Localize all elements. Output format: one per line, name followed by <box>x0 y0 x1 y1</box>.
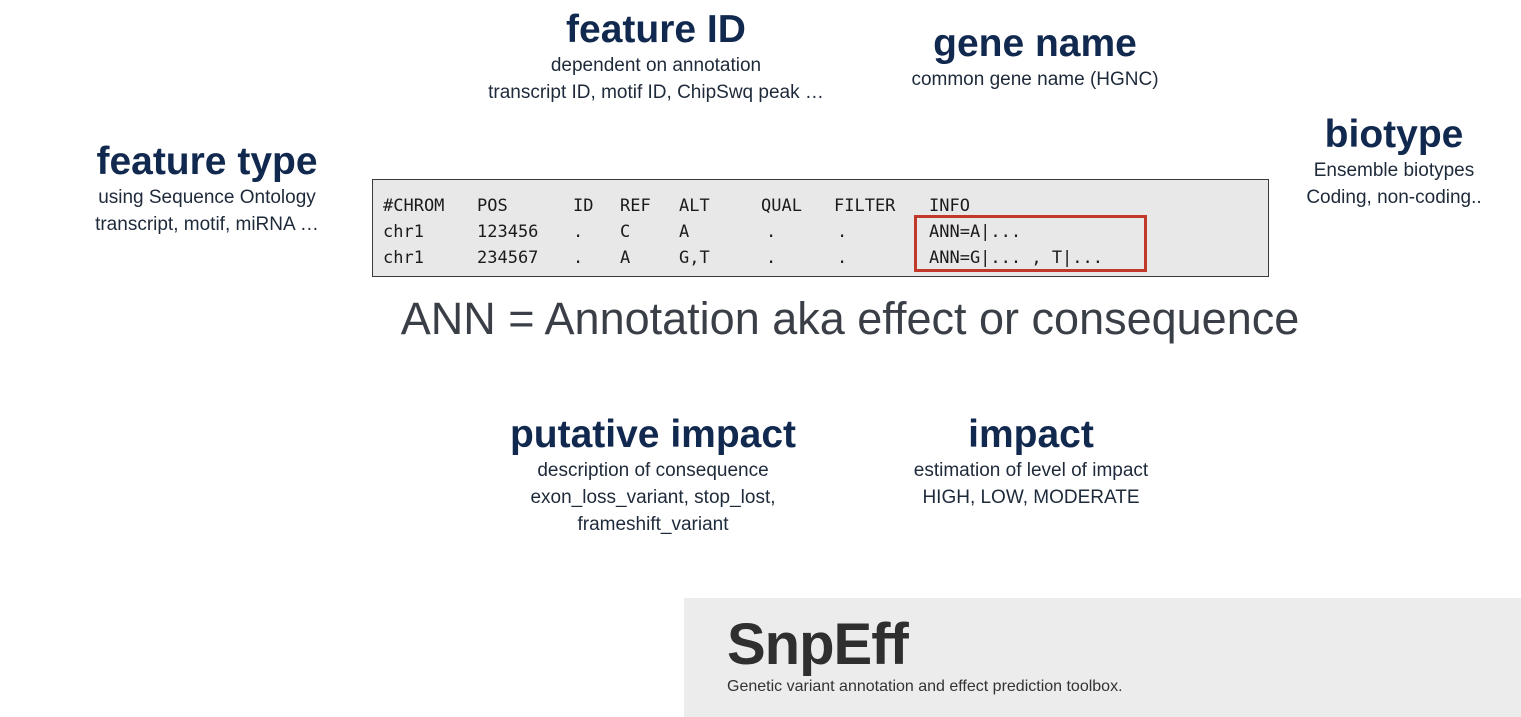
biotype-line-2: Coding, non-coding.. <box>1306 187 1482 208</box>
vcf-header-info: INFO <box>929 196 970 216</box>
vcf-cell-alt: A <box>679 222 690 242</box>
vcf-cell-chrom: chr1 <box>383 248 424 268</box>
putative-impact-block: putative impact description of consequen… <box>478 413 828 538</box>
gene-name-block: gene name common gene name (HGNC) <box>880 22 1190 93</box>
impact-line-1: estimation of level of impact <box>913 460 1149 481</box>
gene-name-title: gene name <box>933 22 1137 65</box>
vcf-cell-pos: 234567 <box>477 248 539 268</box>
impact-title: impact <box>968 413 1094 456</box>
vcf-cell-ref: A <box>620 248 631 268</box>
feature-type-title: feature type <box>96 140 318 183</box>
vcf-header-id: ID <box>573 196 594 216</box>
vcf-header-qual: QUAL <box>761 196 802 216</box>
vcf-cell-pos: 123456 <box>477 222 539 242</box>
snpeff-tagline: Genetic variant annotation and effect pr… <box>727 678 1123 695</box>
vcf-table: #CHROM POS ID REF ALT QUAL FILTER INFO c… <box>372 179 1269 277</box>
vcf-cell-chrom: chr1 <box>383 222 424 242</box>
vcf-cell-ref: C <box>620 222 631 242</box>
vcf-cell-info: ANN=A|... <box>929 222 1022 242</box>
vcf-cell-info: ANN=G|... , T|... <box>929 248 1103 268</box>
feature-id-block: feature ID dependent on annotation trans… <box>456 8 856 106</box>
feature-id-line-1: dependent on annotation <box>550 55 762 76</box>
putative-impact-line-3: frameshift_variant <box>577 514 729 535</box>
vcf-cell-alt: G,T <box>679 248 710 268</box>
vcf-cell-qual: . <box>766 248 777 268</box>
impact-block: impact estimation of level of impact HIG… <box>880 413 1182 511</box>
snpeff-logo: SnpEff <box>727 612 909 677</box>
table-row: chr1 123456 . C A . . ANN=A|... <box>373 219 1268 245</box>
putative-impact-line-1: description of consequence <box>537 460 769 481</box>
vcf-header-ref: REF <box>620 196 651 216</box>
vcf-cell-id: . <box>573 248 584 268</box>
biotype-block: biotype Ensemble biotypes Coding, non-co… <box>1278 113 1510 211</box>
gene-name-line-1: common gene name (HGNC) <box>911 69 1159 90</box>
vcf-header-alt: ALT <box>679 196 710 216</box>
vcf-cell-qual: . <box>766 222 777 242</box>
impact-line-2: HIGH, LOW, MODERATE <box>922 487 1140 508</box>
table-row: chr1 234567 . A G,T . . ANN=G|... , T|..… <box>373 245 1268 271</box>
feature-type-block: feature type using Sequence Ontology tra… <box>62 140 352 238</box>
ann-highlight-box <box>914 215 1147 272</box>
vcf-cell-filter: . <box>837 248 848 268</box>
ann-caption: ANN = Annotation aka effect or consequen… <box>400 293 1300 344</box>
feature-id-line-2: transcript ID, motif ID, ChipSwq peak … <box>488 82 824 103</box>
biotype-title: biotype <box>1324 113 1464 156</box>
vcf-cell-filter: . <box>837 222 848 242</box>
putative-impact-title: putative impact <box>509 413 797 456</box>
vcf-header-row: #CHROM POS ID REF ALT QUAL FILTER INFO <box>373 193 1268 219</box>
vcf-header-pos: POS <box>477 196 508 216</box>
feature-id-title: feature ID <box>566 8 746 51</box>
feature-type-line-2: transcript, motif, miRNA … <box>95 214 319 235</box>
putative-impact-line-2: exon_loss_variant, stop_lost, <box>530 487 776 508</box>
vcf-cell-id: . <box>573 222 584 242</box>
vcf-header-chrom: #CHROM <box>383 196 445 216</box>
biotype-line-1: Ensemble biotypes <box>1313 160 1475 181</box>
feature-type-line-1: using Sequence Ontology <box>98 187 316 208</box>
snpeff-panel: SnpEff Genetic variant annotation and ef… <box>684 598 1521 717</box>
vcf-header-filter: FILTER <box>834 196 896 216</box>
